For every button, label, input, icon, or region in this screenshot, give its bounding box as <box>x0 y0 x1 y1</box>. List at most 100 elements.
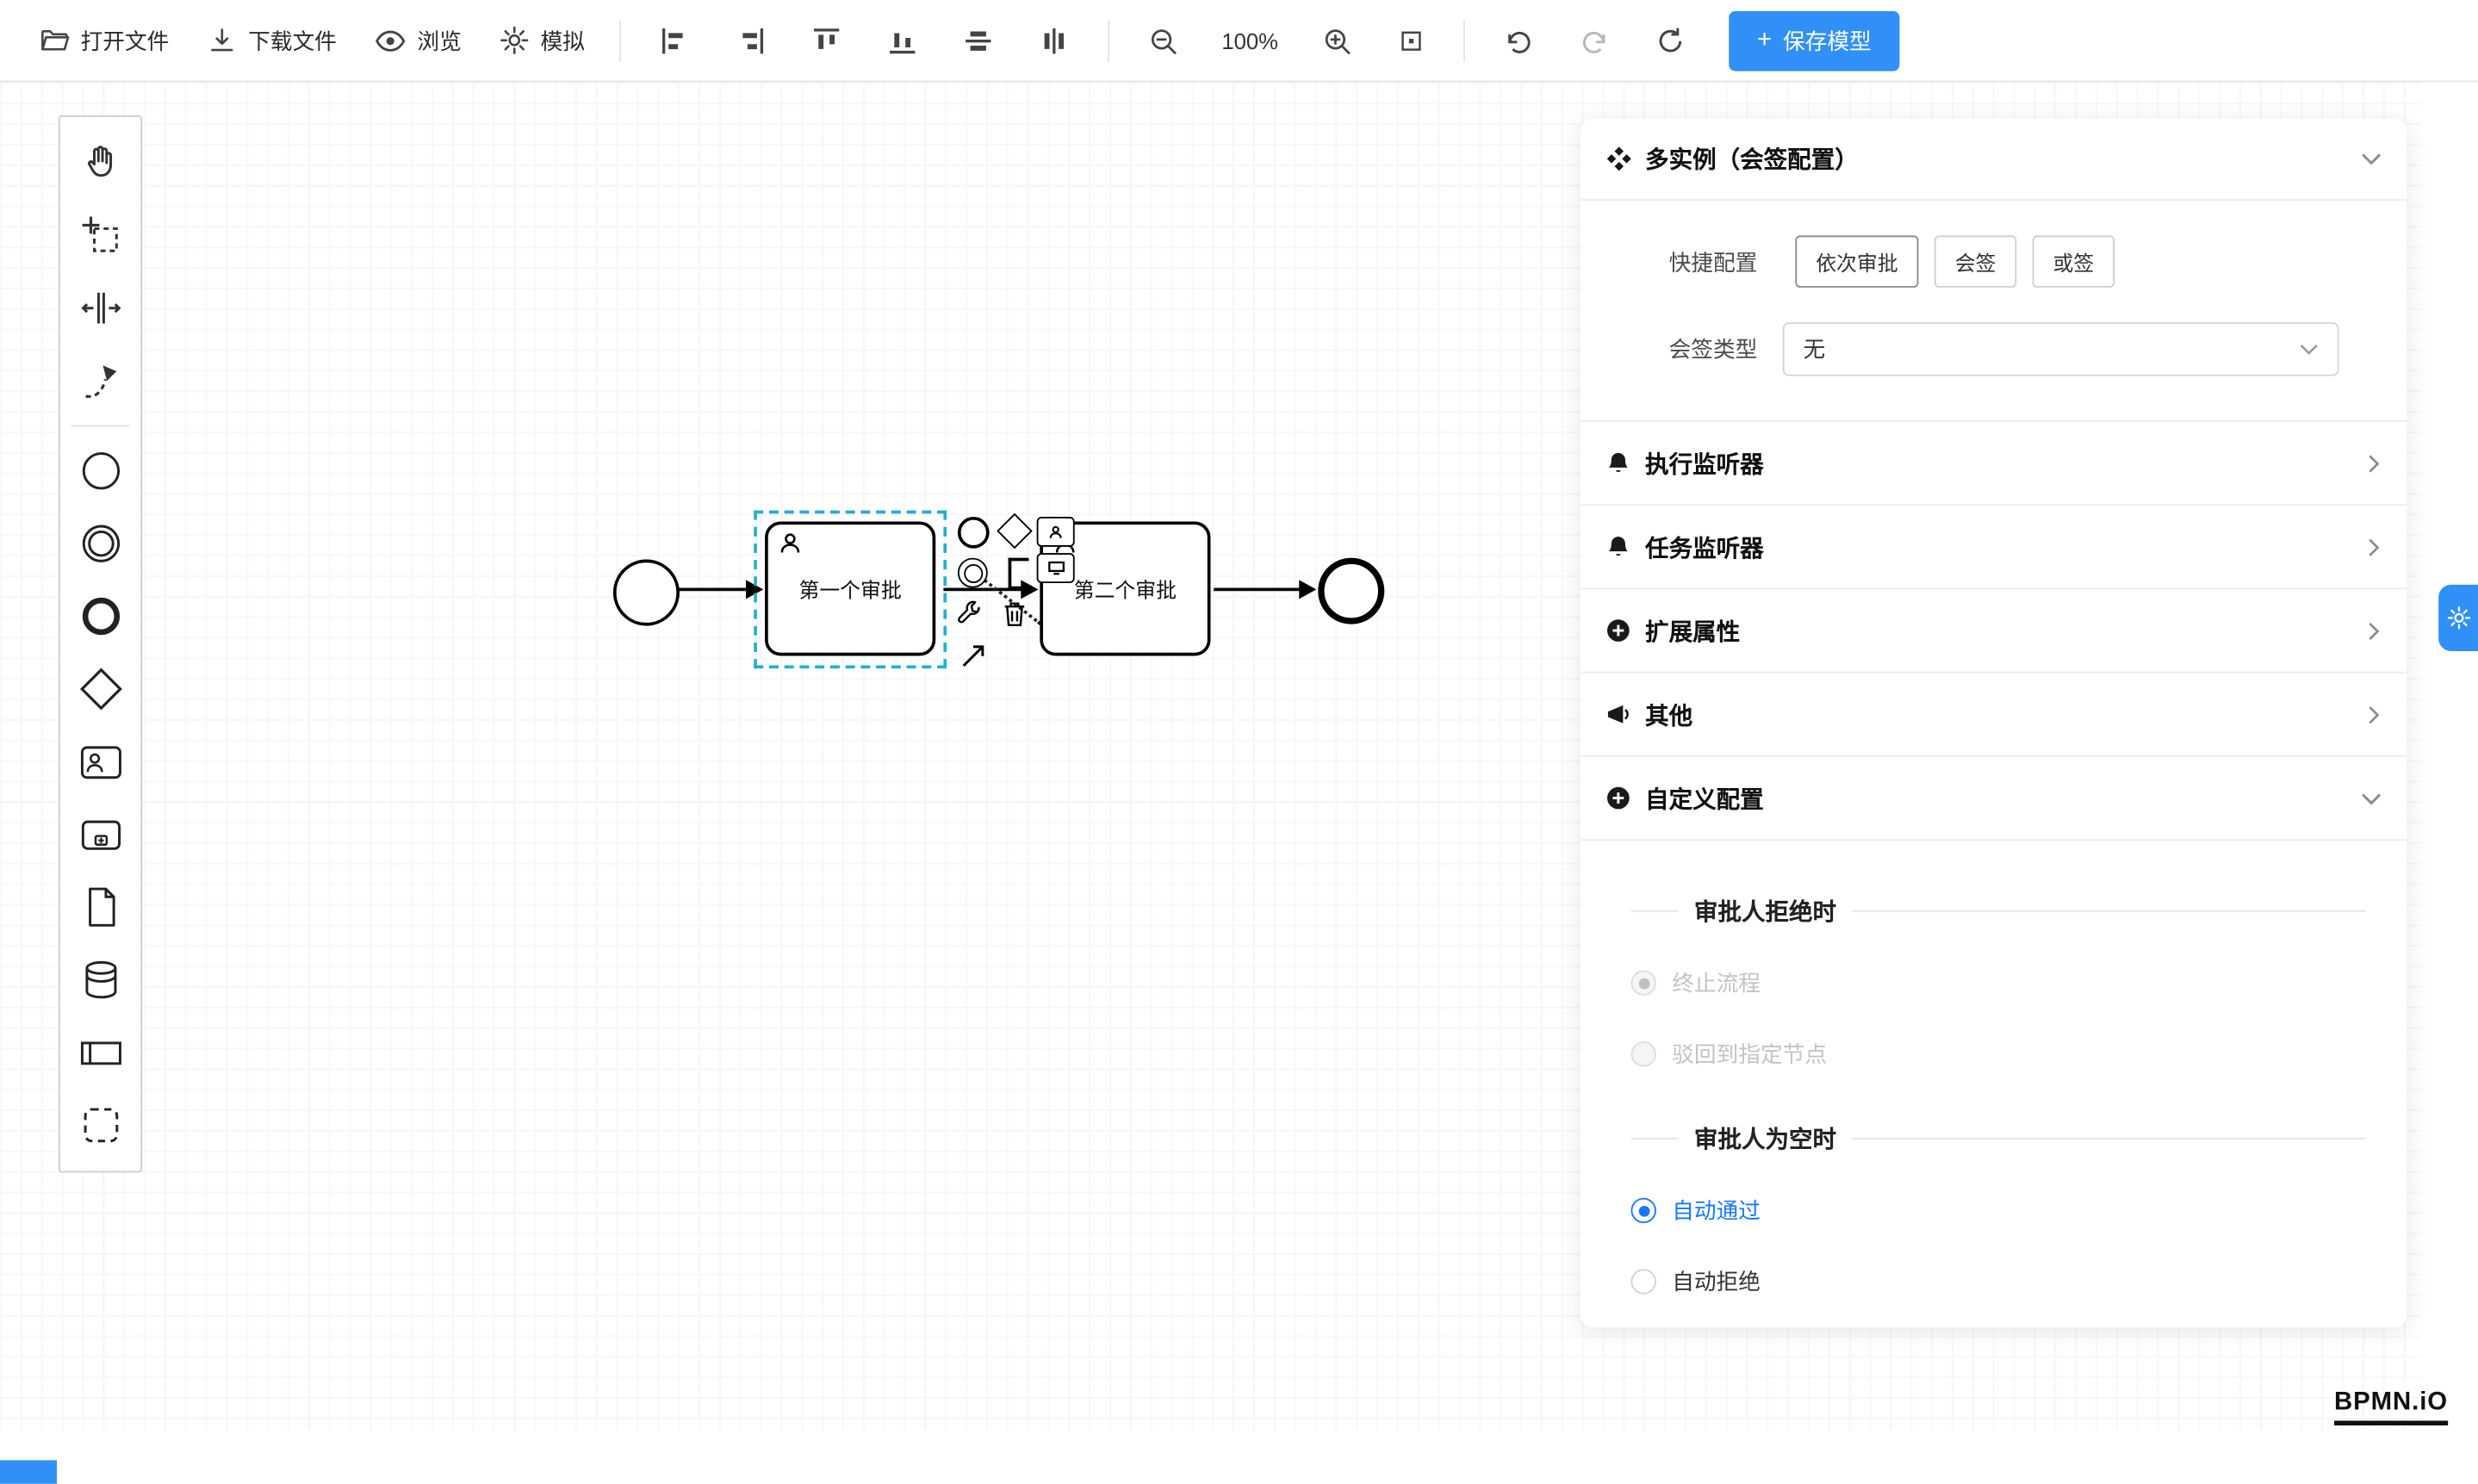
align-top-button[interactable] <box>790 14 862 67</box>
section-custom-config[interactable]: 自定义配置 <box>1580 757 2407 841</box>
fit-viewport-button[interactable] <box>1376 15 1446 65</box>
radio-terminate-process[interactable]: 终止流程 <box>1630 967 2366 999</box>
trash-icon[interactable] <box>1002 600 1027 627</box>
section-label: 任务监听器 <box>1645 535 1764 562</box>
create-intermediate-event[interactable] <box>64 507 136 580</box>
sequence-flow[interactable] <box>1214 587 1301 592</box>
append-end-event-icon[interactable] <box>957 516 990 549</box>
user-task-1[interactable]: 第一个审批 <box>765 521 936 656</box>
browse-label: 浏览 <box>417 28 462 53</box>
refresh-icon <box>1659 27 1681 52</box>
panel-title: 多实例（会签配置） <box>1645 146 1859 174</box>
palette <box>58 115 143 1173</box>
quick-config-buttons: 依次审批 会签 或签 <box>1795 235 2115 288</box>
create-data-object[interactable] <box>64 871 136 943</box>
user-icon <box>780 533 800 553</box>
open-file-label: 打开文件 <box>80 28 170 53</box>
simulate-button[interactable]: 模拟 <box>482 14 602 67</box>
radio-control <box>1630 1197 1656 1224</box>
align-middle-button[interactable] <box>942 14 1015 67</box>
sequence-flow[interactable] <box>674 587 748 592</box>
align-bottom-icon <box>890 32 916 53</box>
redo-button[interactable] <box>1558 14 1630 67</box>
append-intermediate-event-icon[interactable] <box>957 557 988 588</box>
section-task-listener[interactable]: 任务监听器 <box>1580 506 2407 590</box>
save-model-button[interactable]: + 保存模型 <box>1728 9 1900 71</box>
download-file-button[interactable]: 下载文件 <box>189 14 354 67</box>
redo-icon <box>1582 30 1605 53</box>
save-model-label: 保存模型 <box>1782 28 1872 53</box>
sequence-flow[interactable] <box>943 587 1023 592</box>
section-other[interactable]: 其他 <box>1580 674 2407 757</box>
lasso-tool[interactable] <box>64 199 136 271</box>
create-subprocess[interactable] <box>64 798 136 871</box>
chevron-down-icon[interactable] <box>2361 150 2382 167</box>
section-label: 其他 <box>1645 702 1693 730</box>
zoom-level[interactable]: 100% <box>1221 28 1279 53</box>
refresh-button[interactable] <box>1634 14 1706 67</box>
gateway-icon <box>79 667 121 711</box>
radio-dot <box>1637 1205 1649 1216</box>
space-tool-icon <box>80 292 121 324</box>
space-tool[interactable] <box>64 272 136 345</box>
bpmn-io-logo[interactable]: BPMN.iO <box>2334 1388 2449 1426</box>
wrench-icon[interactable] <box>956 600 983 627</box>
sign-type-row: 会签类型 无 <box>1581 322 2407 376</box>
radio-label: 驳回到指定节点 <box>1672 1041 1828 1067</box>
selection-outline <box>754 510 947 669</box>
append-user-task-icon[interactable] <box>1036 516 1075 547</box>
zoom-in-button[interactable] <box>1301 14 1373 67</box>
align-center-button[interactable] <box>1018 14 1090 67</box>
create-end-event[interactable] <box>64 580 136 652</box>
zoom-out-button[interactable] <box>1127 14 1199 67</box>
radio-auto-reject[interactable]: 自动拒绝 <box>1630 1266 2366 1298</box>
global-connect-tool[interactable] <box>64 345 136 417</box>
quick-config-label: 快捷配置 <box>1668 248 1758 275</box>
create-group[interactable] <box>64 1089 136 1161</box>
undo-button[interactable] <box>1482 14 1555 67</box>
section-label: 执行监听器 <box>1645 450 1764 479</box>
align-left-button[interactable] <box>638 14 711 67</box>
browse-button[interactable]: 浏览 <box>357 14 479 67</box>
simulate-gear-icon <box>500 26 529 54</box>
hand-tool[interactable] <box>64 127 136 199</box>
plus-icon: + <box>1756 26 1773 53</box>
align-right-button[interactable] <box>714 14 786 67</box>
create-gateway[interactable] <box>64 653 136 725</box>
create-user-task[interactable] <box>64 725 136 798</box>
palette-separator <box>71 425 130 427</box>
end-event[interactable] <box>1318 557 1385 624</box>
chevron-down-icon <box>2362 792 2382 804</box>
create-participant[interactable] <box>64 1016 136 1089</box>
panel-header[interactable]: 多实例（会签配置） <box>1580 119 2407 202</box>
align-right-icon <box>742 28 764 53</box>
align-bottom-button[interactable] <box>866 14 938 67</box>
section-extended-properties[interactable]: 扩展属性 <box>1580 589 2407 674</box>
inner-circle <box>963 563 983 583</box>
radio-return-to-node[interactable]: 驳回到指定节点 <box>1630 1038 2366 1070</box>
section-label: 扩展属性 <box>1645 618 1741 646</box>
create-start-event[interactable] <box>64 435 136 507</box>
sequential-approve-button[interactable]: 依次审批 <box>1795 235 1919 288</box>
empty-title: 审批人为空时 <box>1693 1127 1837 1154</box>
start-event-icon <box>81 452 120 490</box>
toolbar: 打开文件 下载文件 浏览 模拟 <box>0 0 2478 83</box>
start-event[interactable] <box>612 559 680 626</box>
settings-side-tab[interactable] <box>2438 584 2478 651</box>
open-file-button[interactable]: 打开文件 <box>22 14 187 67</box>
sign-type-select[interactable]: 无 <box>1782 322 2339 376</box>
zoom-in-icon <box>1325 28 1351 53</box>
participant-icon <box>80 1041 121 1065</box>
radio-label: 自动拒绝 <box>1672 1269 1761 1295</box>
reject-title: 审批人拒绝时 <box>1693 899 1837 927</box>
section-execution-listener[interactable]: 执行监听器 <box>1580 422 2407 506</box>
countersign-button[interactable]: 会签 <box>1934 235 2017 288</box>
download-icon <box>211 28 233 52</box>
append-screen-task-icon[interactable] <box>1036 553 1075 584</box>
radio-auto-pass[interactable]: 自动通过 <box>1630 1195 2366 1226</box>
create-data-store[interactable] <box>64 943 136 1015</box>
or-sign-button[interactable]: 或签 <box>2032 235 2115 288</box>
quick-config-row: 快捷配置 依次审批 会签 或签 <box>1581 235 2407 288</box>
connect-arrow-icon[interactable] <box>960 642 988 670</box>
append-text-annotation-icon[interactable] <box>1008 557 1029 590</box>
